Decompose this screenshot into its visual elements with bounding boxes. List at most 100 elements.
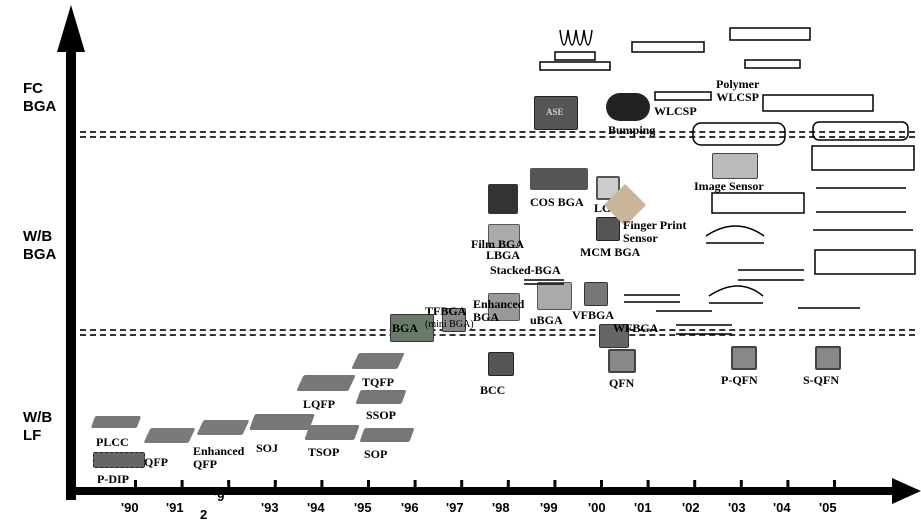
lbga-chip-image	[488, 224, 520, 248]
wire-bond-drawing-2	[738, 269, 804, 281]
x-axis-tick	[833, 480, 836, 488]
enhanced-bga-chip-image	[488, 293, 520, 321]
label-soj: SOJ	[256, 441, 279, 455]
label-qfp: QFP	[144, 455, 168, 469]
x-axis-tick	[646, 480, 650, 488]
cos-bga-chip-image	[530, 168, 588, 190]
pdip-chip-image	[93, 452, 145, 468]
ase-flip-chip-image	[534, 96, 578, 130]
polymer-bumps-drawing	[744, 59, 801, 69]
year-label: '97	[446, 500, 464, 515]
year-label: '95	[354, 500, 372, 515]
label-lqfp: LQFP	[303, 397, 335, 411]
polymer-wlcsp-drawing	[729, 27, 811, 41]
label-enhanced-bga: Enhanced BGA	[473, 297, 525, 324]
stacked-package-drawing	[811, 145, 915, 171]
label-sop: SOP	[364, 447, 388, 461]
x-axis-tick	[553, 480, 557, 488]
x-axis-tick	[227, 480, 231, 488]
tfbga-chip-image	[442, 308, 466, 332]
image-sensor-chip-image	[712, 153, 758, 179]
label-bcc: BCC	[480, 383, 506, 397]
year-label: '03	[728, 500, 746, 515]
ase-logo-text: ASE	[546, 107, 564, 117]
separator-fc-top	[80, 131, 915, 133]
y-axis-arrow-icon	[57, 5, 85, 52]
sqfn-chip-image	[815, 346, 841, 370]
label-stacked-bga: Stacked-BGA	[490, 263, 561, 277]
wlcsp-drawing	[631, 41, 705, 53]
bga-chip-image	[390, 314, 434, 342]
x-axis-ticks	[134, 480, 836, 488]
wire-bond-drawing	[705, 225, 765, 244]
separator-lf-bottom	[80, 334, 915, 336]
bumping-wafer-image	[606, 93, 650, 121]
wire-bond-drawing-6	[676, 324, 732, 335]
film-bga-chip-image	[488, 184, 518, 214]
wb-package-drawing	[711, 192, 805, 214]
vfbga-chip-image	[584, 282, 608, 306]
bcc-chip-image	[488, 352, 514, 376]
label-pqfn: P-QFN	[721, 373, 758, 387]
wb-stacked-drawing	[813, 187, 913, 231]
mcm-bga-chip-image	[596, 217, 620, 241]
wire-bond-drawing-3	[624, 294, 680, 303]
x-axis-tick	[786, 480, 790, 488]
x-axis-tick	[693, 480, 697, 488]
wfbga-chip-image	[599, 324, 629, 348]
year-label: '04	[773, 500, 791, 515]
wb-package-drawing-2	[814, 249, 916, 275]
label-mcm-bga: MCM BGA	[580, 245, 641, 259]
flip-chip-bumps-drawing	[559, 29, 593, 46]
label-tqfp: TQFP	[362, 375, 394, 389]
year-label: '96	[401, 500, 419, 515]
x-axis-arrow-icon	[892, 478, 921, 504]
label-qfn: QFN	[609, 376, 635, 390]
label-wfbga: WFBGA	[613, 321, 659, 335]
year-label: '01	[634, 500, 652, 515]
label-sqfn: S-QFN	[803, 373, 839, 387]
separator-fc-bottom	[80, 136, 915, 138]
year-label: '91	[166, 500, 184, 515]
label-ubga: uBGA	[530, 313, 563, 327]
pqfn-chip-image	[731, 346, 757, 370]
x-axis-tick	[180, 480, 184, 488]
label-bga: BGA	[392, 321, 419, 335]
label-bumping: Bumping	[608, 123, 656, 137]
category-wb-bga: W/B BGA	[23, 228, 57, 263]
label-polymer-wlcsp: Polymer WLCSP	[716, 77, 760, 104]
fc-package-drawing	[762, 94, 874, 112]
x-axis-line	[66, 487, 896, 495]
x-axis-tick	[600, 480, 603, 488]
label-ssop: SSOP	[366, 408, 397, 422]
label-wlcsp: WLCSP	[654, 104, 697, 118]
image-sensor-package-drawing	[692, 122, 786, 146]
label-film-bga: Film BGA	[471, 237, 524, 251]
label-vfbga: VFBGA	[572, 308, 614, 322]
wlcsp-bumps-drawing	[654, 91, 712, 101]
year-label: '94	[307, 500, 325, 515]
stacked-bga-drawing	[524, 279, 564, 285]
x-axis-tick	[320, 480, 324, 488]
year-label: '9	[214, 489, 225, 504]
year-label: '98	[492, 500, 510, 515]
label-tfbga: TFBGA	[425, 304, 467, 318]
category-fc-bga: FC BGA	[23, 80, 57, 115]
label-lbga: LBGA	[486, 248, 521, 262]
label-pdip: P-DIP	[97, 472, 129, 486]
wire-bond-drawing-4	[708, 285, 764, 304]
year-label: '99	[540, 500, 558, 515]
ubga-chip-image	[537, 282, 572, 310]
label-finger-print-sensor: Finger Print Sensor	[623, 218, 687, 245]
label-plcc: PLCC	[96, 435, 129, 449]
y-axis-line	[66, 45, 76, 500]
label-tsop: TSOP	[308, 445, 340, 459]
x-axis-tick	[739, 480, 743, 488]
x-axis-tick	[367, 480, 370, 488]
x-axis-tick	[413, 480, 417, 488]
qfn-chip-image	[608, 349, 636, 373]
x-axis-tick	[273, 480, 277, 488]
label-mini-bga: (mini BGA)	[425, 319, 474, 330]
flip-chip-substrate-drawing	[539, 61, 611, 71]
